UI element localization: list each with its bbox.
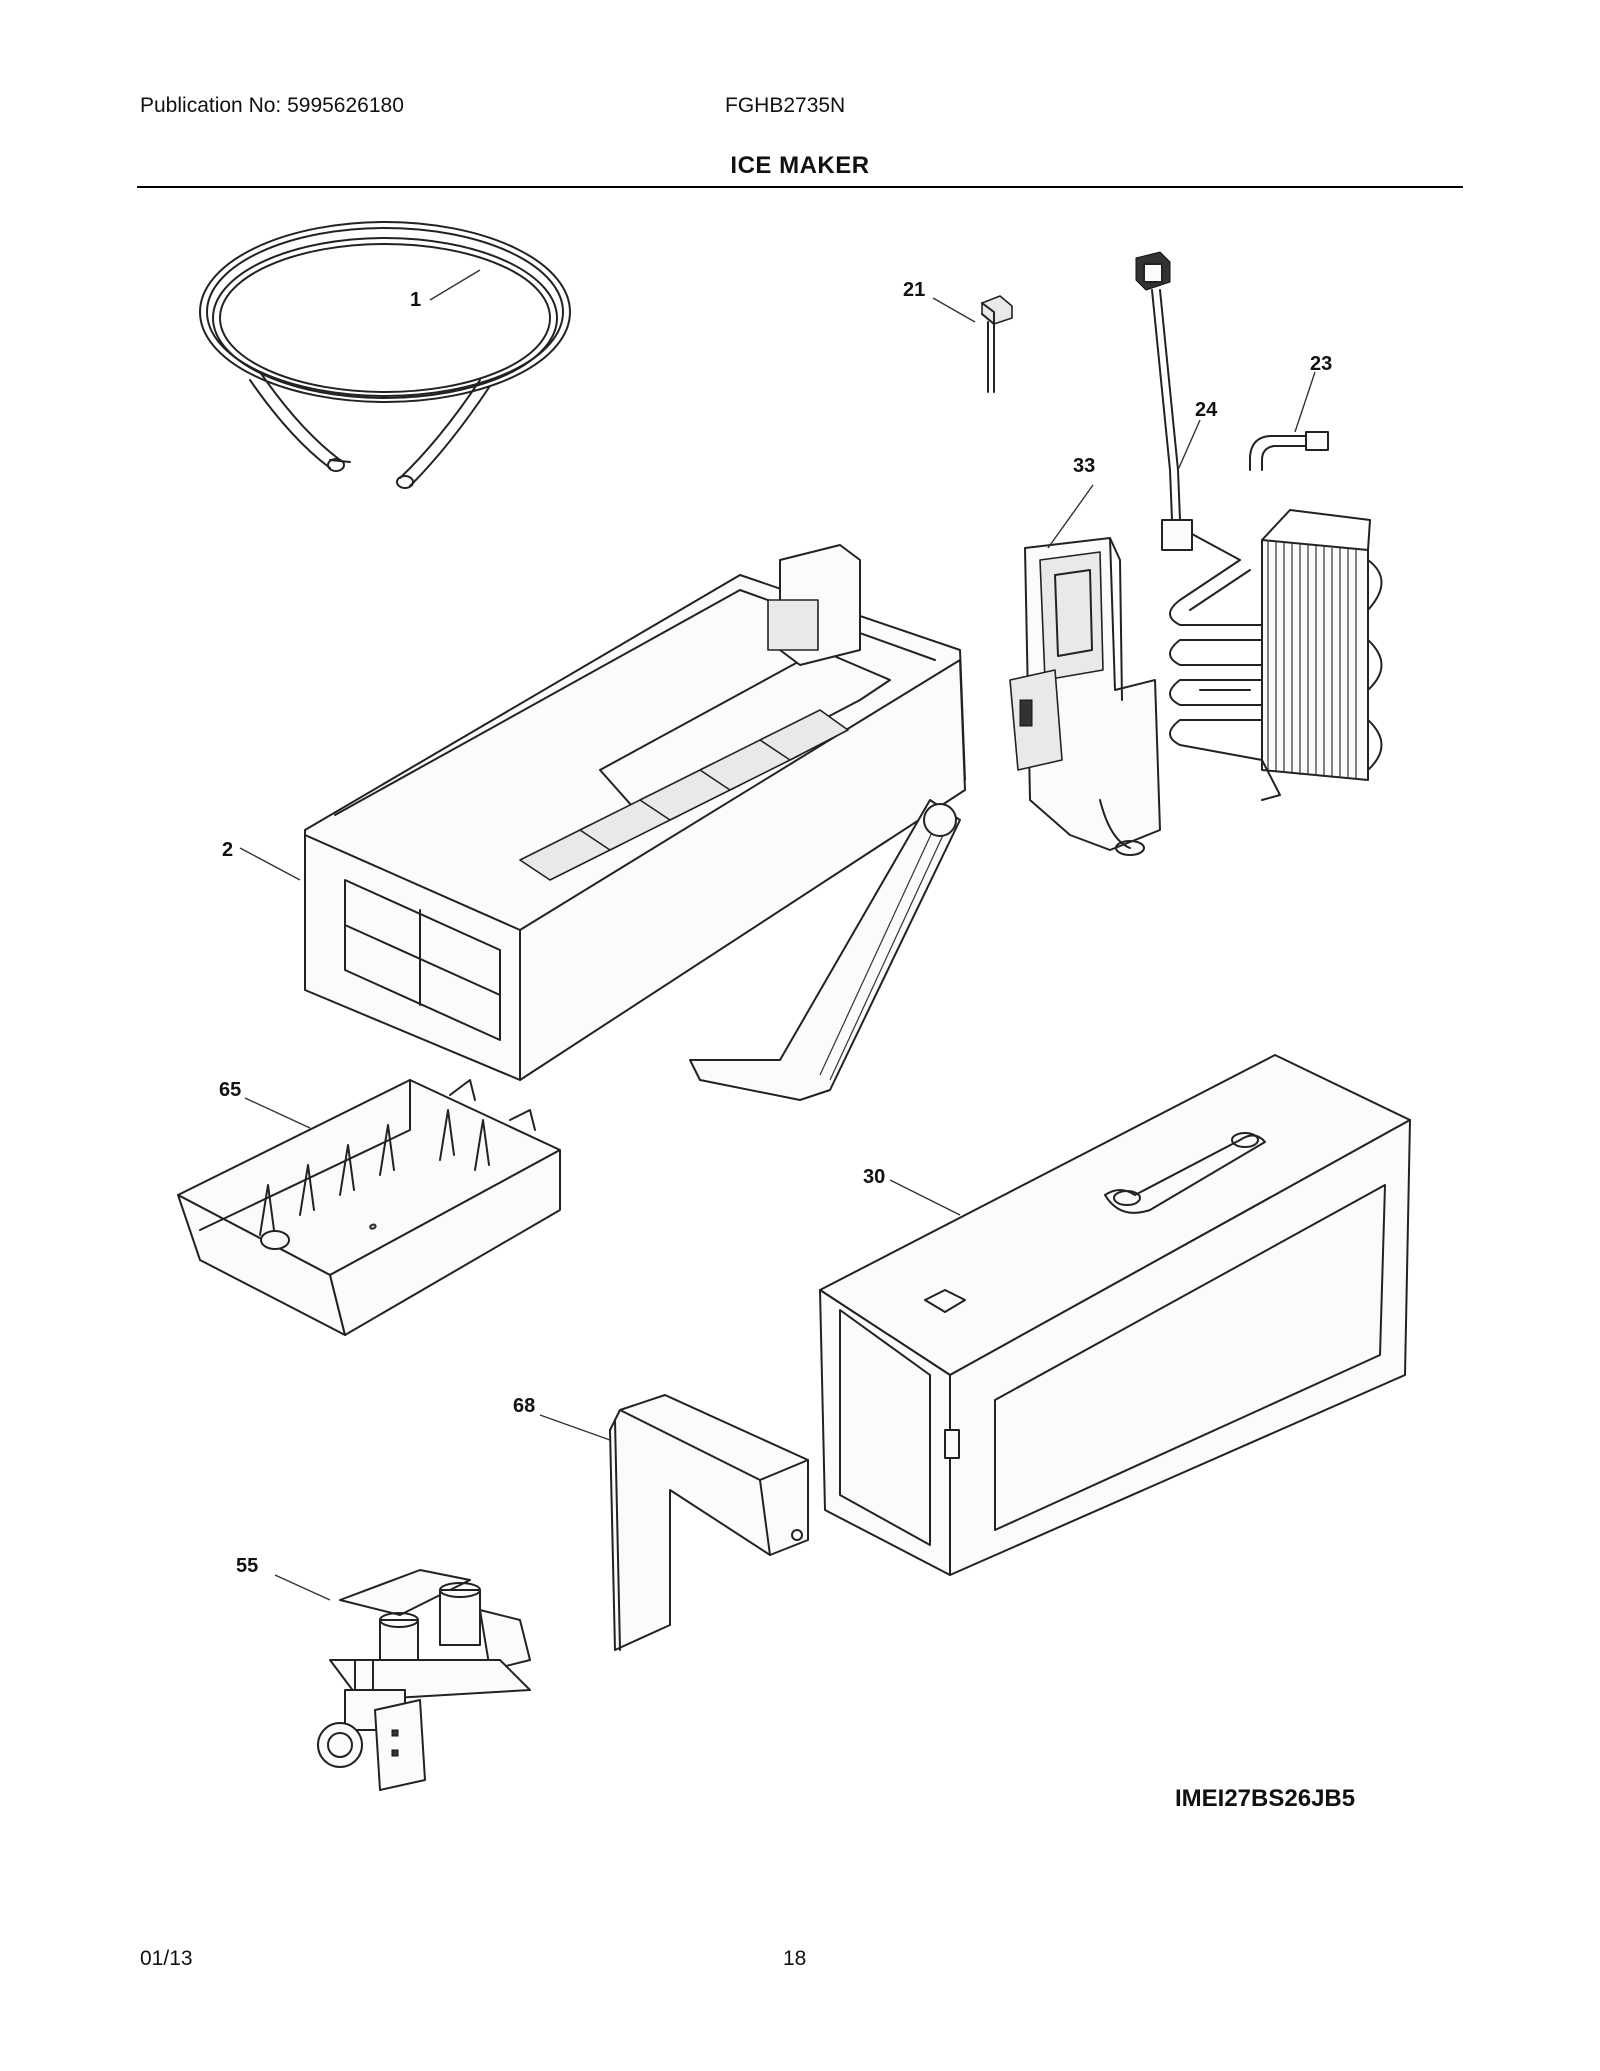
callout-68: 68 bbox=[513, 1395, 535, 1417]
header-rule bbox=[137, 186, 1463, 188]
callout-65: 65 bbox=[219, 1079, 241, 1101]
callout-30: 30 bbox=[863, 1166, 885, 1188]
part-evaporator-drawing bbox=[1169, 431, 1383, 801]
callout-24: 24 bbox=[1195, 399, 1218, 421]
leader-lines bbox=[239, 269, 1316, 1601]
callout-33: 33 bbox=[1073, 455, 1095, 477]
part-mold-tray-cover-drawing: ⴰ bbox=[177, 1079, 561, 1336]
page-number: 18 bbox=[783, 1947, 807, 1970]
callout-1: 1 bbox=[410, 289, 421, 311]
callout-21: 21 bbox=[903, 279, 925, 301]
page-title: ICE MAKER bbox=[730, 152, 870, 179]
publication-number: Publication No: 5995626180 bbox=[140, 94, 404, 117]
part-ice-maker-assembly-drawing bbox=[304, 544, 966, 1101]
part-heater-harness-drawing bbox=[1135, 251, 1241, 561]
model-number: FGHB2735N bbox=[725, 94, 846, 117]
callout-23: 23 bbox=[1310, 353, 1332, 375]
callout-2: 2 bbox=[222, 839, 233, 861]
part-water-valve-drawing bbox=[317, 1569, 531, 1791]
callout-55: 55 bbox=[236, 1555, 258, 1577]
part-sensor-clip-drawing bbox=[981, 295, 1013, 393]
drawing-id: IMEI27BS26JB5 bbox=[1175, 1785, 1356, 1812]
part-fan-housing-drawing bbox=[1009, 537, 1161, 856]
part-ice-bucket-drawing bbox=[819, 1054, 1411, 1576]
footer-date: 01/13 bbox=[140, 1947, 193, 1970]
callouts: 1 2 21 23 24 30 33 55 65 68 bbox=[219, 279, 1332, 1577]
part-front-cover-drawing bbox=[609, 1394, 809, 1651]
part-tubing-drawing bbox=[199, 221, 571, 489]
